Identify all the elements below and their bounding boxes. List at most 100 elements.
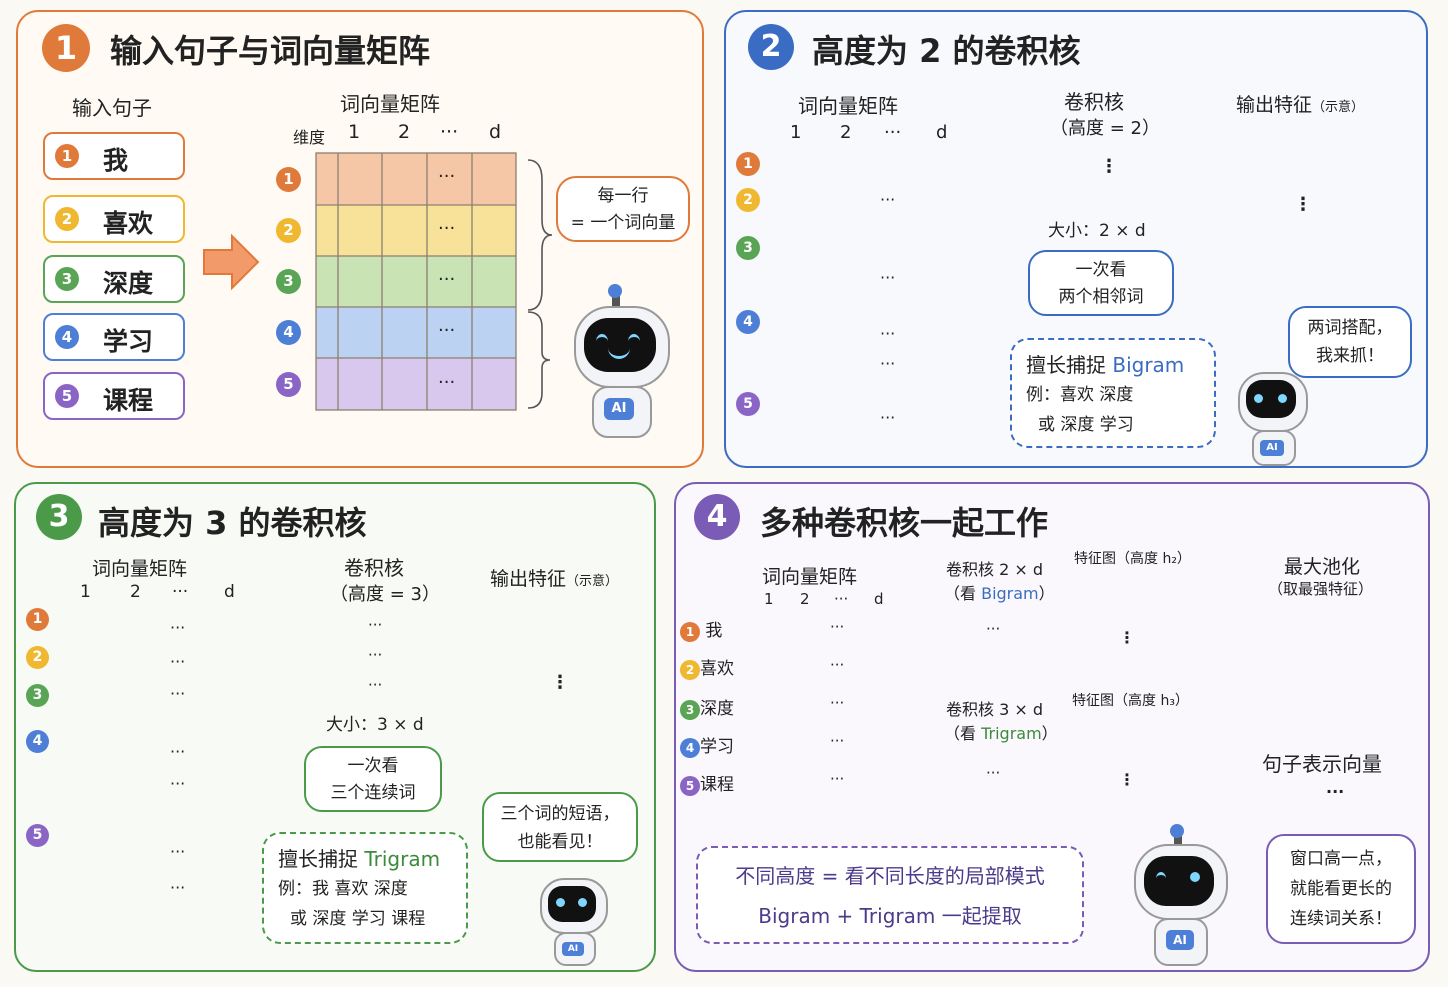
row-badge-3: 3 [736, 236, 760, 260]
row-dots: ··· [830, 694, 845, 712]
col-header-4: d [874, 590, 884, 608]
row-badge-5: 5 [26, 824, 49, 847]
step-badge-3: 3 [36, 494, 82, 540]
col-header-1: 1 [348, 121, 361, 143]
col-header-1: 1 [790, 122, 802, 143]
robot-mascot: AI [1226, 358, 1316, 466]
col-header-4: d [489, 121, 502, 143]
kernel-vdots: ⋮ [1100, 156, 1118, 177]
bigram-note: 擅长捕捉 Bigram 例：喜欢 深度或 深度 学习 [1010, 338, 1216, 448]
kernel-dots: ··· [368, 646, 383, 664]
fm3-vdots: ⋮ [1119, 770, 1135, 789]
row-dots: ··· [830, 656, 845, 674]
panel1-title: 输入句子与词向量矩阵 [110, 32, 431, 70]
max-pool-sub: （取最强特征） [1268, 580, 1374, 598]
word-vector-matrix [315, 152, 553, 411]
row-badge-4: 4 [276, 320, 301, 345]
kernel-size-label: 大小：3 × d [326, 715, 424, 735]
col-header-3: ··· [440, 121, 459, 143]
robot-mascot: AI [1114, 824, 1244, 966]
kernel-label: 卷积核 [344, 556, 404, 580]
step-badge-1: 1 [42, 24, 90, 72]
row-badge-3: 3 [276, 269, 301, 294]
kernel3-sub: （看 Trigram） [944, 724, 1058, 743]
col-header-2: 2 [840, 122, 852, 143]
row-dots: ··· [830, 732, 845, 750]
kernel3-label: 卷积核 3 × d [946, 700, 1044, 719]
row-badge-2: 2 [26, 646, 49, 669]
robot-speech-bubble: 三个词的短语，也能看见！ [482, 792, 638, 862]
col-header-2: 2 [800, 590, 810, 608]
row-badge-2: 2 [736, 188, 760, 212]
row-dots: ··· [170, 742, 186, 761]
row-badge-3: 3 [26, 684, 49, 707]
fm2-vdots: ⋮ [1119, 628, 1135, 647]
each-row-bubble: 每一行= 一个词向量 [556, 176, 690, 242]
row-dots: ··· [438, 218, 456, 239]
col-header-3: ··· [172, 582, 189, 602]
robot-speech-bubble: 两词搭配，我来抓！ [1288, 306, 1412, 378]
row-dots: ··· [170, 878, 186, 897]
output-vdots: ⋮ [1294, 194, 1312, 215]
sentence-vector-dots: ··· [1326, 782, 1345, 801]
row-dots: ··· [830, 770, 845, 788]
row-dots: ··· [830, 618, 845, 636]
robot-mascot: AI [556, 284, 676, 450]
col-header-3: ··· [834, 590, 849, 608]
row-dots: ··· [880, 324, 896, 343]
kernel2-label: 卷积核 2 × d [946, 560, 1044, 579]
col-header-1: 1 [764, 590, 774, 608]
kernel3-dots: ··· [986, 764, 1001, 782]
kernel-dots: ··· [368, 676, 383, 694]
panel3-title: 高度为 3 的卷积核 [98, 504, 367, 542]
row-badge-4: 4 [26, 730, 49, 753]
robot-mascot: AI [530, 868, 616, 968]
row-dots: ··· [170, 684, 186, 703]
kernel-height-label: （高度 = 3） [330, 584, 440, 605]
feature-map3-label: 特征图（高度 h₃） [1072, 693, 1189, 709]
sentence-vector-label: 句子表示向量 [1262, 752, 1382, 776]
col-header-1: 1 [80, 582, 91, 602]
row-badge-5: 5 [276, 372, 301, 397]
col-header-2: 2 [398, 121, 411, 143]
row-dots: ··· [880, 190, 896, 209]
kernel2-dots: ··· [986, 620, 1001, 638]
kernel-label: 卷积核 [1064, 90, 1124, 114]
output-feature-label: 输出特征（示意） [490, 568, 619, 590]
word-label-1: 1 我 [680, 616, 722, 642]
col-header-4: d [224, 582, 235, 602]
row-badge-5: 5 [736, 392, 760, 416]
row-dots: ··· [438, 372, 456, 393]
panel2-title: 高度为 2 的卷积核 [812, 32, 1081, 70]
matrix-label: 词向量矩阵 [92, 558, 188, 580]
kernel2-sub: （看 Bigram） [944, 584, 1055, 603]
row-dots: ··· [438, 269, 456, 290]
max-pool-label: 最大池化 [1284, 556, 1361, 578]
kernel-height-label: （高度 = 2） [1050, 118, 1160, 139]
matrix-label: 词向量矩阵 [340, 92, 440, 116]
col-header-3: ··· [884, 122, 902, 143]
row-dots: ··· [170, 652, 186, 671]
row-badge-1: 1 [276, 167, 301, 192]
col-header-2: 2 [130, 582, 141, 602]
panel4-title: 多种卷积核一起工作 [760, 504, 1049, 542]
kernel-size-label: 大小：2 × d [1048, 221, 1146, 241]
row-badge-1: 1 [736, 152, 760, 176]
row-dots: ··· [438, 166, 456, 187]
input-sentence-label: 输入句子 [72, 96, 152, 120]
step-badge-4: 4 [694, 494, 740, 540]
row-dots: ··· [170, 842, 186, 861]
look-two-bubble: 一次看两个相邻词 [1028, 250, 1174, 316]
row-dots: ··· [438, 320, 456, 341]
summary-note: 不同高度 = 看不同长度的局部模式 Bigram + Trigram 一起提取 [696, 846, 1084, 944]
robot-speech-bubble: 窗口高一点，就能看更长的连续词关系！ [1266, 834, 1416, 944]
row-dots: ··· [880, 408, 896, 427]
matrix-label: 词向量矩阵 [798, 94, 898, 118]
